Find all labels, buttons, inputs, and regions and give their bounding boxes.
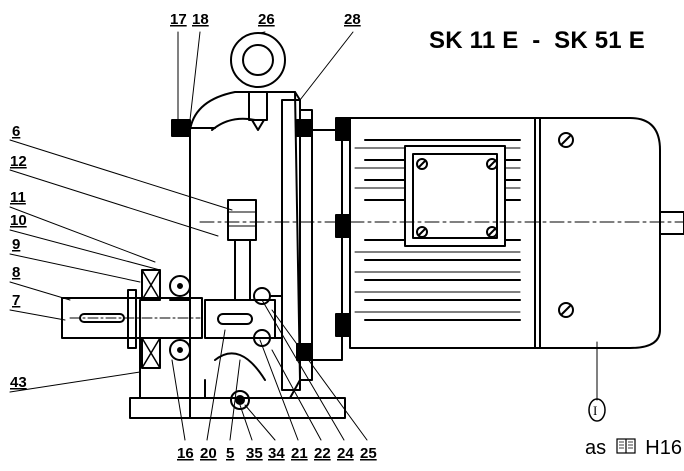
model-range-title: SK 11 E - SK 51 E — [429, 27, 645, 54]
label-part-11: 11 — [10, 189, 26, 206]
book-icon — [616, 437, 636, 460]
label-part-8: 8 — [12, 264, 20, 281]
label-part-35: 35 — [246, 445, 263, 462]
label-part-18: 18 — [192, 11, 209, 28]
top-bolt — [171, 119, 216, 137]
label-part-9: 9 — [12, 236, 20, 253]
label-part-34: 34 — [268, 445, 285, 462]
label-part-25: 25 — [360, 445, 377, 462]
label-part-6: 6 — [12, 123, 20, 140]
label-part-24: 24 — [337, 445, 354, 462]
label-part-12: 12 — [10, 153, 27, 170]
reference-note: as H16 — [585, 437, 682, 460]
motor-flange — [281, 99, 351, 391]
label-part-21: 21 — [291, 445, 308, 462]
motor-body — [349, 117, 684, 349]
label-part-22: 22 — [314, 445, 331, 462]
label-part-7: 7 — [12, 292, 20, 309]
label-part-17: 17 — [170, 11, 187, 28]
motor-marker: I — [588, 398, 606, 422]
eye-bolt — [230, 32, 286, 131]
label-part-20: 20 — [200, 445, 217, 462]
label-part-16: 16 — [177, 445, 194, 462]
leader-lines — [9, 31, 598, 441]
reference-prefix: as — [585, 437, 607, 459]
output-shaft — [61, 269, 203, 369]
label-part-28: 28 — [344, 11, 361, 28]
label-part-43: 43 — [10, 374, 27, 391]
label-part-26: 26 — [258, 11, 275, 28]
gear-set — [204, 199, 283, 410]
label-part-10: 10 — [10, 212, 27, 229]
label-part-5: 5 — [226, 445, 234, 462]
motor-marker-label: I — [593, 403, 597, 418]
part-labels: 17 18 26 28 6 12 11 10 9 8 7 43 16 20 5 … — [10, 11, 377, 462]
reference-code: H16 — [645, 437, 682, 459]
